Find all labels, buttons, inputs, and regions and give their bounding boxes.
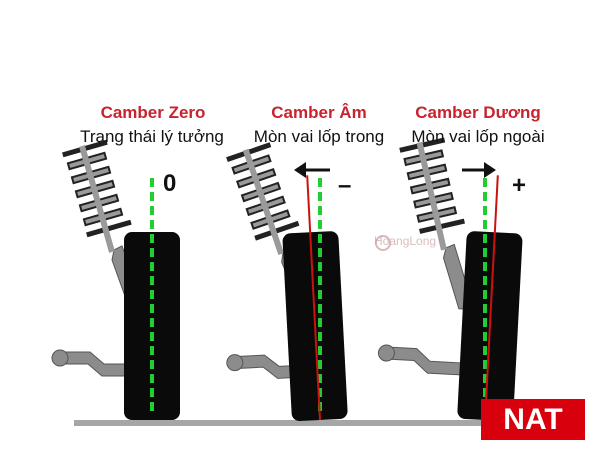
arrow-right-head — [484, 162, 496, 178]
panel-title-positive: Camber Dương — [415, 103, 541, 122]
camber-line-positive — [484, 175, 499, 421]
arrow-left-head — [294, 162, 306, 178]
sign-negative: – — [338, 172, 352, 199]
panel-subtitle-negative: Mòn vai lốp trong — [253, 127, 385, 146]
camber-line-negative — [306, 175, 321, 421]
panel-title-zero: Camber Zero — [100, 103, 206, 122]
nat-badge: NAT — [481, 399, 585, 440]
panel-title-negative: Camber Âm — [271, 103, 367, 122]
panel-subtitle-zero: Trạng thái lý tưởng — [80, 127, 224, 146]
watermark-logo-icon — [375, 235, 391, 251]
panel-subtitle-positive: Mòn vai lốp ngoài — [411, 127, 545, 146]
watermark-text: HoangLong — [374, 234, 437, 248]
sign-positive: + — [512, 172, 527, 199]
ground-line — [74, 420, 494, 426]
sign-zero: 0 — [163, 170, 177, 197]
